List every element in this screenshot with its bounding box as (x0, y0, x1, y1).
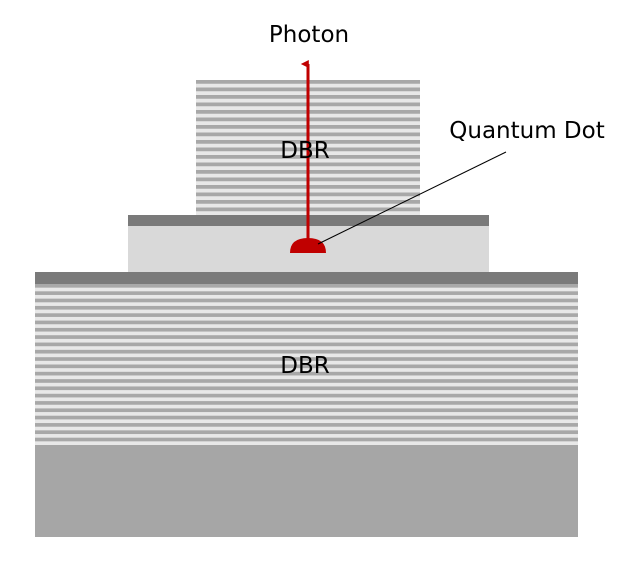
bottom-dbr-layer (35, 437, 578, 442)
bottom-dbr-layer (35, 386, 578, 391)
bottom-dbr-layer (35, 371, 578, 376)
bottom-dbr-layer (35, 408, 578, 413)
quantum-dot-label: Quantum Dot (449, 118, 604, 144)
bottom-cap-layer (35, 272, 578, 284)
substrate (35, 445, 578, 537)
bottom-dbr-layer (35, 393, 578, 398)
bottom-dbr-layer (35, 423, 578, 427)
bottom-dbr-layer (35, 357, 578, 361)
bottom-dbr-layer (35, 415, 578, 420)
top-dbr-label: DBR (280, 138, 329, 164)
quantum-dot-leader-line (317, 151, 507, 245)
bottom-dbr-stack (35, 284, 578, 445)
bottom-dbr-layer (35, 291, 578, 295)
quantum-dot (290, 238, 326, 253)
bottom-dbr-layer (35, 327, 578, 332)
bottom-dbr-label: DBR (280, 353, 329, 379)
bottom-dbr-layer (35, 313, 578, 317)
bottom-dbr-layer (35, 349, 578, 354)
photon-label: Photon (269, 22, 349, 48)
bottom-dbr-layer (35, 335, 578, 339)
bottom-dbr-layer (35, 305, 578, 310)
bottom-dbr-layer (35, 298, 578, 303)
bottom-dbr-layer (35, 320, 578, 325)
bottom-dbr-layer (35, 430, 578, 435)
bottom-dbr-layer (35, 379, 578, 383)
bottom-dbr-layer (35, 364, 578, 369)
bottom-dbr-layer (35, 284, 578, 288)
bottom-dbr-layer (35, 401, 578, 405)
bottom-dbr-layer (35, 342, 578, 347)
